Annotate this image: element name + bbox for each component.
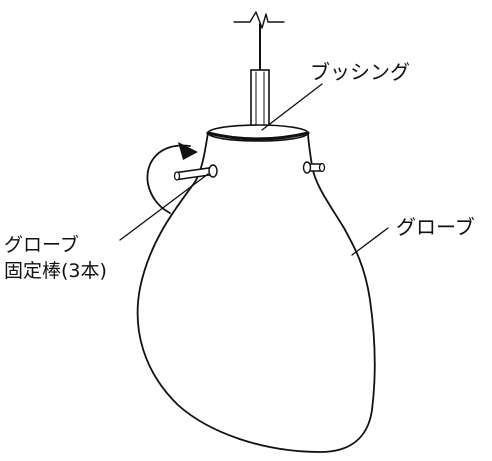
leader-line-rod bbox=[119, 173, 209, 241]
fixing-rod-left bbox=[173, 164, 218, 181]
globe-outline bbox=[136, 132, 376, 453]
bushing-label: ブッシング bbox=[310, 60, 410, 84]
leader-line-bushing bbox=[261, 83, 323, 131]
globe-fixing-rod-label-line2: 固定棒(3本) bbox=[4, 260, 107, 282]
leader-line-globe bbox=[351, 227, 389, 256]
globe-label: グローブ bbox=[396, 215, 475, 239]
globe-fixing-rod-label-line1: グローブ bbox=[4, 234, 79, 256]
globe-rim bbox=[206, 131, 310, 141]
rotation-arrow bbox=[146, 144, 191, 214]
cord-break-symbol bbox=[233, 11, 285, 29]
rotation-arrowhead bbox=[178, 142, 198, 160]
fixing-rod-right bbox=[302, 161, 326, 174]
